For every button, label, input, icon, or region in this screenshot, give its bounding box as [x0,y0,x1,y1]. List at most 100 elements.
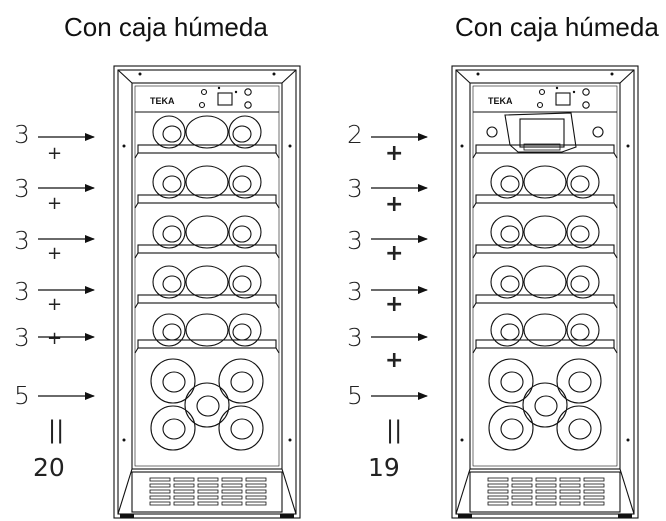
bottle-left-1-0 [152,165,186,199]
vent-slot-right-4-2 [583,489,605,494]
shelf-right-5 [475,339,615,349]
brand-logo-left: TEKA [150,96,175,106]
shelf-right-4 [475,294,615,304]
base-panel-left [131,471,283,513]
vent-slot-right-0-2 [487,489,509,494]
bottom-bottle-left-1 [218,358,264,404]
shelf-bracket-l-left-3 [134,252,139,259]
vent-slot-right-1-3 [511,495,533,500]
bottle-right-1-2 [566,165,600,199]
bottle-right-1-1 [523,165,567,199]
bottle-neck-left-2-2 [232,225,252,243]
bottle-neck-left-4-0 [162,323,182,341]
minus-button-icon-left [244,101,252,109]
shelf-left-2 [137,194,277,204]
vent-slot-right-0-0 [487,477,509,482]
bottle-left-0-0 [152,115,186,149]
brand-logo-right: TEKA [488,96,513,106]
bottom-bottle-neck-right-1 [568,371,592,393]
equals-operator-left: || [48,416,65,444]
shelf-bracket-r-right-1 [613,152,618,159]
humidity-box-base-right [523,143,561,151]
bottle-neck-right-3-2 [570,275,590,293]
shelf-2-count-right: 3 [347,174,363,203]
shelf-left-5 [137,339,277,349]
vent-slot-left-4-1 [245,483,267,488]
plus-operator-left-3: + [47,243,63,264]
vent-slot-right-1-0 [511,477,533,482]
base-panel-right [469,471,621,513]
bottom-bottle-left-2 [184,382,230,428]
minus-button-icon-right [582,101,590,109]
bottle-neck-left-1-0 [162,175,182,193]
glass-inner-left [134,85,280,467]
plus-operator-left-2: + [47,193,63,214]
vent-slot-left-3-4 [221,501,243,506]
bottle-neck-right-4-0 [500,323,520,341]
bottom-bottle-neck-left-3 [162,418,186,440]
glass-inner-right [472,85,618,467]
vent-slot-right-0-3 [487,495,509,500]
vent-slot-left-3-2 [221,489,243,494]
cabinet-outer-right [451,65,639,519]
shelf-bracket-l-right-4 [472,302,477,309]
corner-tr-right [619,69,635,84]
vent-slot-right-4-0 [583,477,605,482]
bottom-bottle-neck-right-4 [568,418,592,440]
bottle-neck-left-0-0 [162,125,182,143]
vent-slot-right-3-1 [559,483,581,488]
total-left: 20 [33,453,65,482]
bottle-right-2-1 [523,215,567,249]
shelf-bracket-l-right-3 [472,252,477,259]
indicator-dot2-left [234,90,238,94]
shelf-5-count-right: 3 [347,323,363,352]
shelf-bracket-r-left-5 [275,347,280,354]
shelf-2-count-left: 3 [14,174,30,203]
bottle-neck-right-4-2 [570,323,590,341]
bottle-neck-right-2-2 [570,225,590,243]
plus-operator-right-5: + [385,348,404,373]
indicator-dot-left [217,86,221,90]
vent-slot-right-2-0 [535,477,557,482]
shelf-4-count-left: 3 [14,277,30,306]
vent-slot-right-2-2 [535,489,557,494]
indicator-dot-right [555,86,559,90]
power-button-icon-left [198,101,206,109]
plus-operator-right-1: + [385,141,404,166]
screw-left-2 [122,144,126,148]
bottle-left-0-2 [228,115,262,149]
vent-slot-left-4-4 [245,501,267,506]
power-button-icon-right [536,101,544,109]
bottom-bottle-left-4 [218,405,264,451]
bottle-left-2-1 [185,215,229,249]
indicator-dot2-right [572,90,576,94]
shelf-6-count-right: 5 [347,381,363,410]
bottle-left-3-1 [185,265,229,299]
screw-left-5 [288,438,292,442]
bottle-cap-left-right [486,126,498,138]
screw-left-1 [272,72,276,76]
bottom-bottle-neck-left-2 [196,395,220,417]
bottle-neck-right-1-2 [570,175,590,193]
humidity-box-right [504,112,577,153]
vent-slot-left-0-2 [149,489,171,494]
bottle-left-4-1 [185,313,229,347]
foot-right-left [280,514,294,518]
vent-slot-left-0-1 [149,483,171,488]
bottom-bottle-right-2 [522,382,568,428]
screw-right-3 [626,144,630,148]
vent-slot-left-1-2 [173,489,195,494]
bottle-right-2-2 [566,215,600,249]
bottle-right-1-0 [490,165,524,199]
bottom-bottle-right-1 [556,358,602,404]
corner-tl-right [455,69,471,84]
light-button-icon-right [538,88,546,96]
vent-slot-right-1-1 [511,483,533,488]
shelf-1-count-right: 2 [347,120,363,149]
wine-cooler-right: TEKA [451,65,639,519]
shelf-bracket-r-right-5 [613,347,618,354]
vent-slot-left-2-4 [197,501,219,506]
shelf-1-count-left: 3 [14,120,30,149]
vent-slot-left-1-4 [173,501,195,506]
bottle-left-4-2 [228,313,262,347]
